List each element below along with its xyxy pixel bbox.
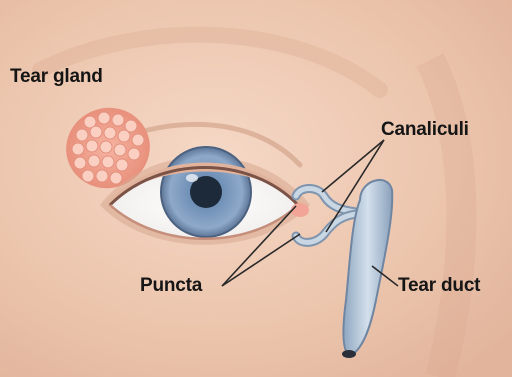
- label-puncta: Puncta: [140, 275, 202, 297]
- eye-highlight: [186, 174, 198, 182]
- label-canaliculi: Canaliculi: [381, 119, 469, 141]
- label-tear-gland: Tear gland: [10, 66, 103, 88]
- label-tear-duct: Tear duct: [398, 275, 480, 297]
- caruncle: [291, 203, 309, 217]
